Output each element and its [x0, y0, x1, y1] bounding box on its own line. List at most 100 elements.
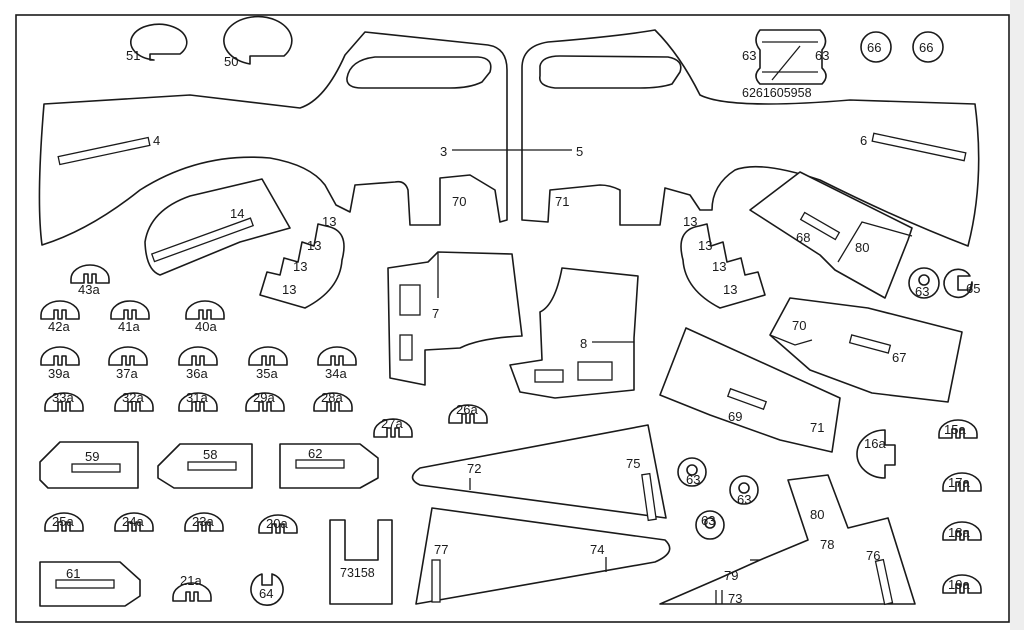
label-13d: 13: [282, 282, 296, 297]
label-14: 14: [230, 206, 244, 221]
label-69: 69: [728, 409, 742, 424]
clip-26a: 26a: [448, 402, 488, 424]
part-69: 69 71: [659, 327, 841, 453]
clip-31a: 31a: [178, 390, 218, 412]
label-50: 50: [224, 54, 238, 69]
label-13f: 13: [698, 238, 712, 253]
part-66a: 66: [860, 31, 892, 63]
clip-37a: 37a: [108, 346, 148, 381]
label-75: 75: [626, 456, 640, 471]
label-39a: 39a: [48, 366, 70, 381]
label-65: 65: [966, 281, 980, 296]
clip-29a: 29a: [245, 390, 285, 412]
label-64: 64: [259, 586, 273, 601]
clip-24a: 24a: [114, 512, 154, 532]
label-73: 73: [728, 591, 742, 606]
part-66b: 66: [912, 31, 944, 63]
part-73158: 73158: [329, 519, 393, 605]
sheet-border: [15, 14, 1010, 623]
label-61: 61: [66, 566, 80, 581]
clip-27a: 27a: [373, 416, 413, 438]
clip-40a: 40a: [185, 300, 225, 334]
part-14: 14: [144, 178, 291, 276]
label-27a: 27a: [381, 416, 403, 431]
label-58: 58: [203, 447, 217, 462]
label-6: 6: [860, 133, 867, 148]
label-67: 67: [892, 350, 906, 365]
part-77: 77 74: [415, 507, 671, 605]
label-24a: 24a: [122, 514, 144, 529]
part-61: 61: [39, 561, 141, 607]
label-41a: 41a: [118, 319, 140, 334]
label-43a: 43a: [78, 282, 100, 297]
label-59: 59: [85, 449, 99, 464]
part-50: 50: [223, 15, 293, 69]
label-21a: 21a: [180, 573, 202, 588]
clip-15a: 15a: [938, 419, 978, 439]
part-63-ring-d: 63: [677, 457, 707, 487]
label-63f: 63: [701, 513, 715, 528]
part-67: 70 67: [769, 297, 963, 403]
clip-18a: 18a: [942, 521, 982, 541]
label-70a: 70: [452, 194, 466, 209]
part-65: 65: [943, 268, 980, 299]
part-62: 62: [279, 443, 379, 489]
part-80-78: 80 78 76 79 73: [659, 474, 916, 606]
part-72: 72 75: [411, 424, 667, 522]
part-51: 51: [126, 23, 188, 63]
clip-42a: 42a: [40, 300, 80, 334]
label-66b: 66: [919, 40, 933, 55]
label-5: 5: [576, 144, 583, 159]
label-3: 3: [440, 144, 447, 159]
label-62: 62: [308, 446, 322, 461]
clip-41a: 41a: [110, 300, 150, 334]
clip-33a: 33a: [44, 390, 84, 412]
label-72: 72: [467, 461, 481, 476]
clip-19a: 19a: [942, 574, 982, 594]
label-19a: 19a: [948, 577, 970, 592]
label-63e: 63: [737, 492, 751, 507]
label-17a: 17a: [948, 475, 970, 490]
label-77: 77: [434, 542, 448, 557]
clip-35a: 35a: [248, 346, 288, 381]
label-34a: 34a: [325, 366, 347, 381]
part-63-ring: 63: [908, 267, 940, 299]
label-63-right: 63: [815, 48, 829, 63]
label-31a: 31a: [186, 390, 208, 405]
part-59: 59: [39, 441, 139, 489]
clip-23a: 23a: [184, 512, 224, 532]
part-comb-right: 13 13 13 13: [680, 214, 766, 309]
label-6261605958: 6261605958: [742, 86, 812, 100]
part-63-hframe: 63 63 6261605958: [742, 29, 829, 100]
label-18a: 18a: [948, 525, 970, 540]
part-8: 8: [509, 267, 639, 399]
label-79: 79: [724, 568, 738, 583]
part-63-ring-f: 63: [695, 510, 725, 540]
label-63c: 63: [915, 284, 929, 299]
part-63-ring-e: 63: [729, 475, 759, 507]
label-15a: 15a: [944, 422, 966, 437]
label-35a: 35a: [256, 366, 278, 381]
clip-34a: 34a: [317, 346, 357, 381]
label-13b: 13: [307, 238, 321, 253]
clip-39a: 39a: [40, 346, 80, 381]
clip-28a: 28a: [313, 390, 353, 412]
label-66a: 66: [867, 40, 881, 55]
label-7: 7: [432, 306, 439, 321]
label-40a: 40a: [195, 319, 217, 334]
clip-36a: 36a: [178, 346, 218, 381]
clip-21a: 21a: [172, 573, 212, 602]
part-wing-left: 4 3: [38, 31, 508, 246]
label-13c: 13: [293, 259, 307, 274]
label-63d: 63: [686, 472, 700, 487]
label-26a: 26a: [456, 402, 478, 417]
label-42a: 42a: [48, 319, 70, 334]
label-33a: 33a: [52, 390, 74, 405]
label-37a: 37a: [116, 366, 138, 381]
label-13g: 13: [712, 259, 726, 274]
label-28a: 28a: [321, 390, 343, 405]
part-58: 58: [157, 443, 253, 489]
label-70b: 70: [792, 318, 806, 333]
label-13a: 13: [322, 214, 336, 229]
